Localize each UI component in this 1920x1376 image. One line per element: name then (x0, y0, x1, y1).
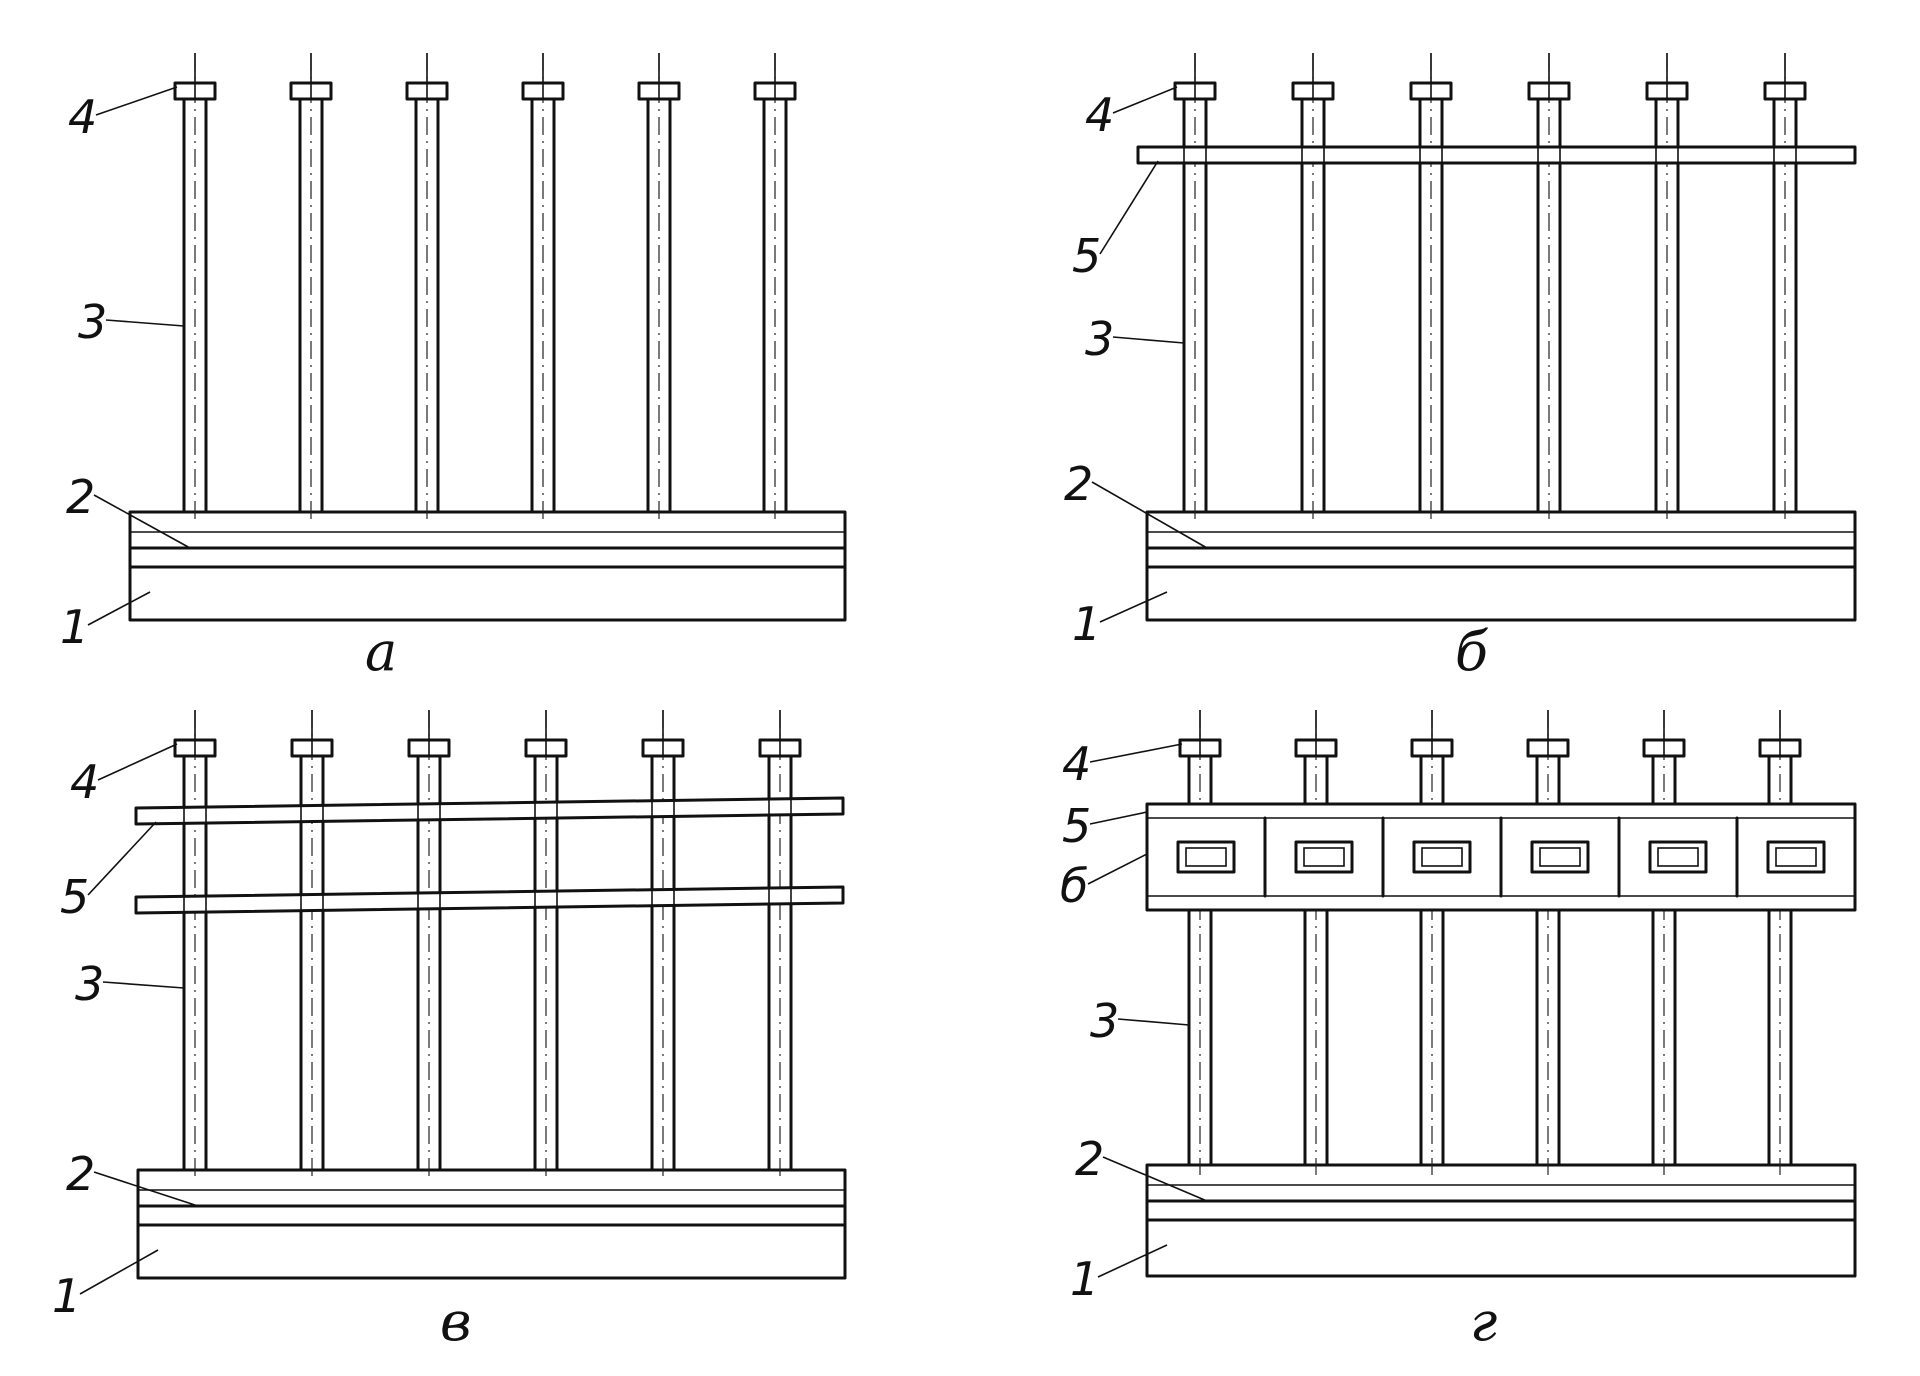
leader-line (1117, 1018, 1190, 1026)
leader-line (1112, 336, 1185, 344)
leader-line (1091, 481, 1208, 549)
rod-1 (173, 710, 217, 1180)
rod-3 (405, 53, 449, 522)
label-cap: 4 (70, 755, 99, 809)
leader-line (1102, 1156, 1208, 1202)
leader-line (87, 821, 157, 896)
label-base: 1 (1072, 597, 1101, 651)
rod-5 (1645, 53, 1689, 522)
rod-6 (1758, 710, 1802, 1175)
rod-2 (1291, 53, 1335, 522)
panel-a: а 1 2 3 4 (60, 53, 847, 683)
rod-1 (1173, 53, 1217, 522)
label-crossbar: 5 (1072, 229, 1101, 283)
block-window-inner (1775, 847, 1817, 867)
label-rod: 3 (78, 295, 107, 349)
leader-line (102, 981, 185, 989)
label-rod: 3 (1090, 994, 1119, 1048)
crossbar-2 (134, 885, 845, 915)
leader-line (1089, 743, 1183, 763)
rod-3 (407, 710, 451, 1180)
label-block: б (1060, 859, 1088, 913)
rod-6 (1763, 53, 1807, 522)
leader-line (1087, 853, 1148, 885)
leader-line (79, 1249, 159, 1295)
label-base: 1 (1070, 1252, 1099, 1306)
label-layer: 2 (66, 1147, 95, 1201)
label-cap: 4 (1062, 737, 1091, 791)
block-window-inner (1421, 847, 1463, 867)
rod-4 (1527, 53, 1571, 522)
leader-line (1099, 160, 1159, 255)
label-layer: 2 (1075, 1132, 1104, 1186)
rod-6 (753, 53, 797, 522)
rod-4 (521, 53, 565, 522)
label-rod: 3 (75, 957, 104, 1011)
panel-caption: а (365, 620, 397, 683)
rod-2 (1294, 710, 1338, 1175)
block-window-inner (1657, 847, 1699, 867)
block-window-inner (1185, 847, 1227, 867)
label-crossbar: 5 (60, 870, 89, 924)
rod-4 (1526, 710, 1570, 1175)
rod-5 (641, 710, 685, 1180)
crossbar-body (1136, 145, 1857, 165)
crossbar-body (134, 885, 845, 915)
rod-3 (1410, 710, 1454, 1175)
block-window (1648, 840, 1708, 874)
leader-line (87, 591, 151, 626)
panel-caption: в (440, 1290, 471, 1353)
label-layer: 2 (1064, 457, 1093, 511)
leader-line (1089, 811, 1148, 825)
block-window (1530, 840, 1590, 874)
crossbar-1 (1136, 145, 1857, 165)
panel-b: б 1 2 3 4 5 (1064, 53, 1857, 683)
panel-caption: б (1455, 620, 1489, 683)
leader-line (1112, 86, 1178, 114)
panel-v: в 1 2 3 4 5 (52, 710, 847, 1353)
rod-4 (524, 710, 568, 1180)
label-rod: 3 (1085, 312, 1114, 366)
label-crossbar: 5 (1062, 799, 1091, 853)
leader-line (1099, 591, 1168, 623)
leader-line (93, 1171, 199, 1207)
label-base: 1 (52, 1269, 81, 1323)
block-window (1176, 840, 1236, 874)
rod-2 (289, 53, 333, 522)
crossbar-1 (134, 796, 845, 826)
leader-line (95, 86, 178, 116)
block-window (1412, 840, 1472, 874)
rod-1 (173, 53, 217, 522)
panel-g: г 1 2 3 4 5 б (1060, 710, 1857, 1353)
crossbar-body (134, 796, 845, 826)
rod-2 (290, 710, 334, 1180)
rod-6 (758, 710, 802, 1180)
label-cap: 4 (1085, 88, 1114, 142)
panel-caption: г (1470, 1290, 1497, 1353)
leader-line (97, 743, 178, 781)
rod-5 (637, 53, 681, 522)
rod-3 (1409, 53, 1453, 522)
block-row (1145, 802, 1857, 912)
panels-group: а 1 2 3 4 б 1 2 3 4 5 в 1 2 3 4 5 г 1 2 3 4 5 б (52, 53, 1857, 1353)
block-window (1766, 840, 1826, 874)
leader-line (105, 319, 185, 327)
leader-line (93, 494, 191, 549)
rod-5 (1642, 710, 1686, 1175)
leader-line (1097, 1244, 1168, 1278)
label-layer: 2 (66, 470, 95, 524)
block-window-inner (1303, 847, 1345, 867)
block-window-inner (1539, 847, 1581, 867)
label-cap: 4 (68, 90, 97, 144)
block-window (1294, 840, 1354, 874)
rod-1 (1178, 710, 1222, 1175)
label-base: 1 (60, 600, 89, 654)
